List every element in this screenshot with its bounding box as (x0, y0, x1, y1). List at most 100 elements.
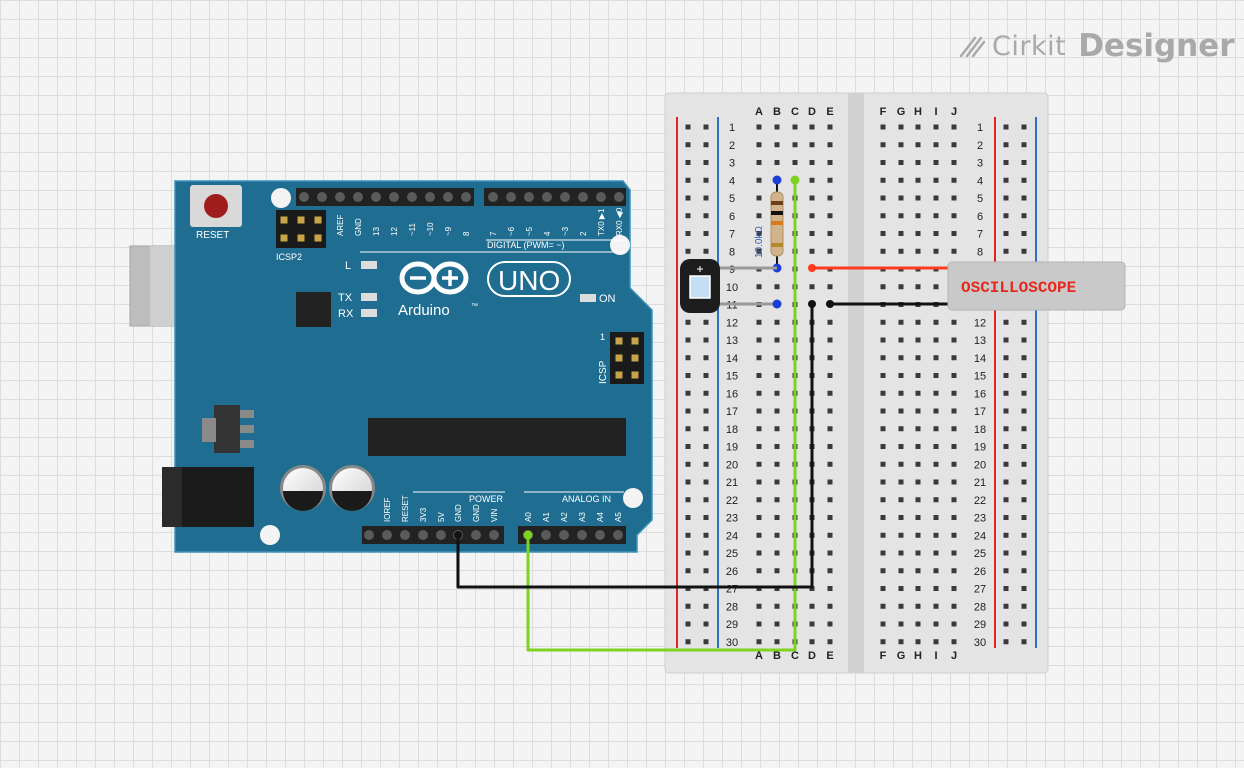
breadboard-hole[interactable] (1021, 355, 1027, 361)
breadboard-hole[interactable] (933, 337, 939, 343)
breadboard-hole[interactable] (951, 532, 957, 538)
breadboard-hole[interactable] (880, 373, 886, 378)
breadboard-hole[interactable] (774, 124, 780, 130)
breadboard-hole[interactable] (703, 319, 709, 325)
breadboard-hole[interactable] (756, 319, 762, 325)
header-pin[interactable] (407, 192, 417, 202)
breadboard-hole[interactable] (898, 408, 904, 414)
header-pin[interactable] (382, 530, 392, 540)
breadboard-hole[interactable] (1003, 621, 1009, 627)
breadboard-hole[interactable] (685, 408, 691, 414)
breadboard-hole[interactable] (756, 550, 762, 556)
breadboard-hole[interactable] (951, 177, 957, 183)
breadboard-hole[interactable] (933, 195, 939, 201)
breadboard-hole[interactable] (880, 532, 886, 538)
header-pin[interactable] (443, 192, 453, 202)
breadboard-hole[interactable] (774, 515, 780, 520)
breadboard-hole[interactable] (685, 248, 691, 254)
breadboard-hole[interactable] (827, 550, 833, 556)
breadboard-hole[interactable] (1003, 195, 1009, 201)
breadboard-hole[interactable] (756, 444, 762, 449)
breadboard-hole[interactable] (1021, 568, 1027, 574)
breadboard-hole[interactable] (756, 515, 762, 520)
breadboard-hole[interactable] (703, 639, 709, 645)
breadboard-hole[interactable] (933, 319, 939, 325)
breadboard-hole[interactable] (933, 497, 939, 503)
breadboard-hole[interactable] (951, 160, 957, 165)
breadboard-hole[interactable] (827, 426, 833, 432)
breadboard-hole[interactable] (685, 603, 691, 609)
breadboard-hole[interactable] (756, 479, 762, 485)
header-pin[interactable] (488, 192, 498, 202)
breadboard-hole[interactable] (915, 461, 921, 467)
breadboard-hole[interactable] (685, 568, 691, 574)
header-pin[interactable] (353, 192, 363, 202)
breadboard-hole[interactable] (1003, 444, 1009, 449)
breadboard-hole[interactable] (809, 284, 815, 290)
breadboard-hole[interactable] (827, 408, 833, 414)
breadboard-hole[interactable] (1003, 319, 1009, 325)
breadboard-hole[interactable] (1021, 550, 1027, 556)
breadboard-hole[interactable] (933, 124, 939, 130)
breadboard-hole[interactable] (756, 497, 762, 503)
breadboard-hole[interactable] (933, 532, 939, 538)
breadboard-hole[interactable] (1021, 461, 1027, 467)
breadboard-hole[interactable] (1003, 213, 1009, 219)
breadboard-hole[interactable] (827, 177, 833, 183)
breadboard-hole[interactable] (756, 231, 762, 236)
breadboard-hole[interactable] (685, 355, 691, 361)
header-pin[interactable] (613, 530, 623, 540)
breadboard-hole[interactable] (827, 248, 833, 254)
breadboard-hole[interactable] (951, 319, 957, 325)
breadboard-hole[interactable] (703, 550, 709, 556)
breadboard-hole[interactable] (809, 142, 815, 148)
header-pin[interactable] (471, 530, 481, 540)
breadboard-hole[interactable] (1021, 408, 1027, 414)
sensor-pin[interactable] (772, 299, 782, 309)
breadboard-hole[interactable] (915, 195, 921, 201)
breadboard-hole[interactable] (933, 479, 939, 485)
breadboard-hole[interactable] (1021, 373, 1027, 378)
breadboard-hole[interactable] (756, 426, 762, 432)
breadboard-hole[interactable] (703, 355, 709, 361)
breadboard-hole[interactable] (827, 444, 833, 449)
breadboard-hole[interactable] (880, 550, 886, 556)
breadboard-hole[interactable] (809, 213, 815, 219)
breadboard-hole[interactable] (827, 515, 833, 520)
breadboard-hole[interactable] (1003, 390, 1009, 396)
breadboard-hole[interactable] (774, 337, 780, 343)
header-pin[interactable] (335, 192, 345, 202)
breadboard-hole[interactable] (880, 319, 886, 325)
breadboard-hole[interactable] (774, 497, 780, 503)
breadboard-hole[interactable] (1003, 479, 1009, 485)
breadboard-hole[interactable] (756, 532, 762, 538)
breadboard-hole[interactable] (703, 177, 709, 183)
breadboard-hole[interactable] (898, 248, 904, 254)
breadboard-hole[interactable] (756, 124, 762, 130)
header-pin[interactable] (541, 530, 551, 540)
breadboard-hole[interactable] (898, 426, 904, 432)
breadboard-hole[interactable] (685, 426, 691, 432)
header-pin[interactable] (489, 530, 499, 540)
breadboard-hole[interactable] (915, 373, 921, 378)
breadboard-hole[interactable] (1021, 621, 1027, 627)
breadboard-hole[interactable] (1021, 515, 1027, 520)
breadboard-hole[interactable] (756, 160, 762, 165)
breadboard-hole[interactable] (1021, 231, 1027, 236)
breadboard-hole[interactable] (1021, 444, 1027, 449)
header-pin[interactable] (299, 192, 309, 202)
breadboard-hole[interactable] (933, 639, 939, 645)
header-pin[interactable] (389, 192, 399, 202)
breadboard-hole[interactable] (703, 568, 709, 574)
breadboard-hole[interactable] (915, 355, 921, 361)
breadboard-hole[interactable] (827, 231, 833, 236)
breadboard-hole[interactable] (827, 337, 833, 343)
resistor[interactable]: 10.0kΩ (754, 175, 784, 273)
breadboard-hole[interactable] (915, 479, 921, 485)
breadboard-hole[interactable] (827, 373, 833, 378)
oscilloscope-box[interactable] (947, 261, 1126, 311)
breadboard-hole[interactable] (880, 142, 886, 148)
breadboard-hole[interactable] (933, 373, 939, 378)
breadboard-hole[interactable] (880, 213, 886, 219)
breadboard-hole[interactable] (756, 408, 762, 414)
